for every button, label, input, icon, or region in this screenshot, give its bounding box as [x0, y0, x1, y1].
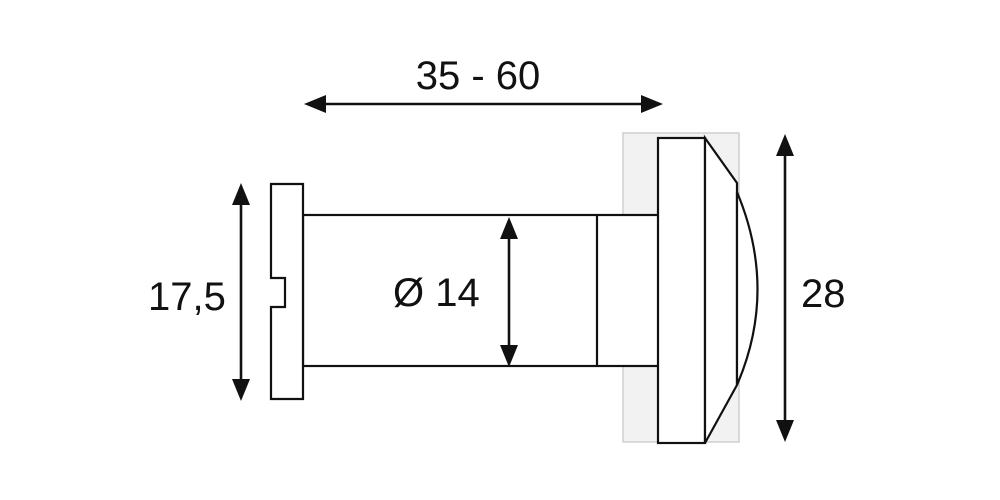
- length-arrow-right: [641, 95, 663, 113]
- flange-arrow-top: [232, 183, 250, 205]
- barrel-arrow-top: [500, 217, 518, 239]
- flange-diameter-label: 17,5: [148, 275, 226, 319]
- head-arrow-top: [776, 134, 794, 156]
- lens-dome: [735, 191, 759, 386]
- head-arrow-bottom: [776, 420, 794, 442]
- viewer-head: [656, 136, 707, 445]
- head-diameter-label: 28: [801, 272, 846, 316]
- barrel-diameter-label: Ø 14: [393, 271, 480, 315]
- barrel: [301, 213, 662, 368]
- barrel-arrow-bottom: [500, 345, 518, 367]
- flange: [269, 182, 305, 401]
- length-range-label: 35 - 60: [416, 54, 541, 98]
- length-arrow-left: [304, 95, 326, 113]
- flange-arrow-bottom: [232, 379, 250, 401]
